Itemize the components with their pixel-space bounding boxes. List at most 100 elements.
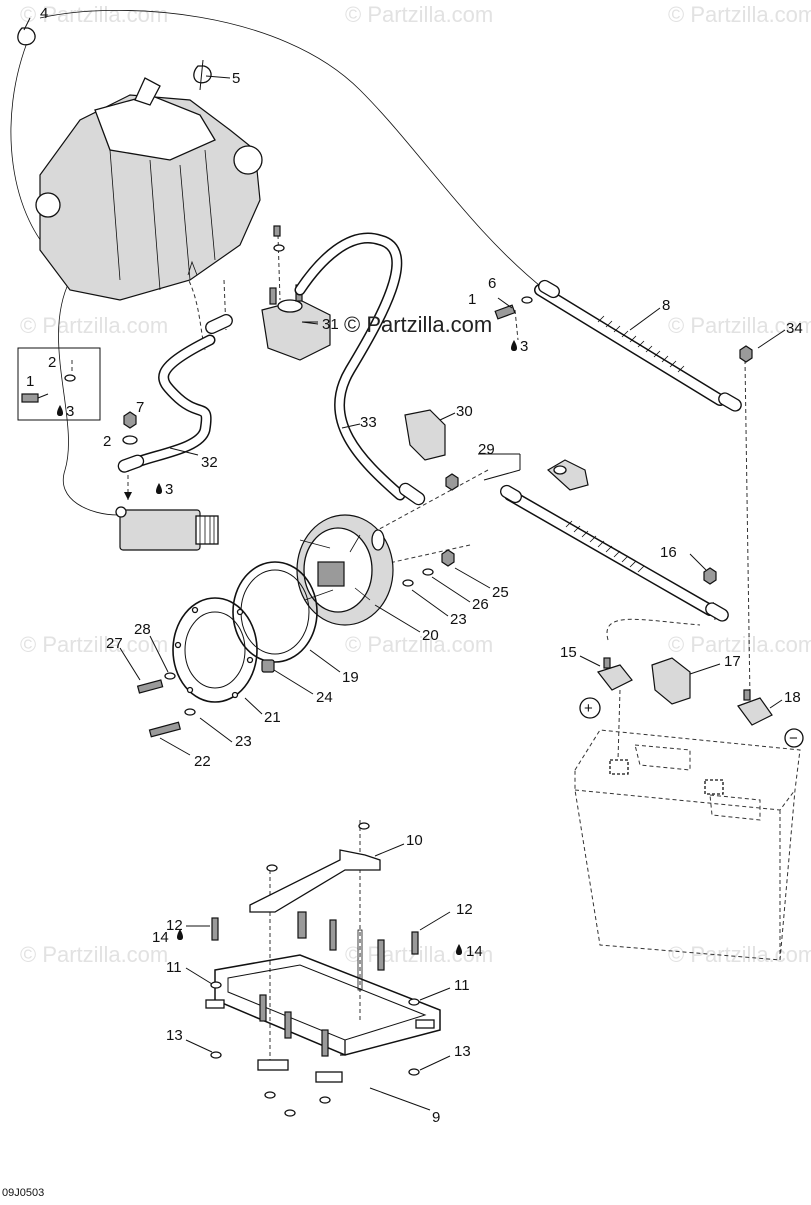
callout-24: 24 (316, 689, 333, 706)
callout-31: 31 (322, 316, 339, 333)
drawing-code: 09J0503 (2, 1187, 44, 1199)
callout-12: 12 (166, 917, 183, 934)
callout-6: 6 (488, 275, 496, 292)
callout-16: 16 (660, 544, 677, 561)
battery-pos-route (606, 618, 701, 641)
cable-29 (500, 459, 729, 622)
gasket-19 (232, 561, 318, 663)
bolt-route (223, 279, 227, 331)
callout-12: 12 (456, 901, 473, 918)
watermark: © Partzilla.com (345, 942, 493, 967)
callout-13: 13 (166, 1027, 183, 1044)
nut-icon (739, 345, 753, 363)
bolt-icon (21, 393, 39, 403)
callout-14: 14 (152, 929, 169, 946)
callout-21: 21 (264, 709, 281, 726)
oil-drop-icons (57, 340, 517, 955)
starter-body (119, 509, 201, 551)
callout-25: 25 (492, 584, 509, 601)
engine-ribs (109, 149, 216, 291)
bracket-10 (249, 849, 381, 913)
starter-stud2-route (379, 544, 471, 566)
starter-terminal (115, 506, 127, 518)
nut-icon (445, 473, 459, 491)
callout-3: 3 (66, 403, 74, 420)
negative-sign: − (789, 730, 798, 747)
cable-8 (534, 279, 742, 412)
callout-2: 2 (103, 433, 111, 450)
screws-27-22 (136, 672, 196, 738)
callout-18: 18 (784, 689, 801, 706)
watermark-main: © Partzilla.com (344, 312, 492, 337)
watermark: © Partzilla.com (20, 313, 168, 338)
callout-27: 27 (106, 635, 123, 652)
inset-fastener-box (17, 347, 101, 421)
engine-block (39, 94, 261, 301)
callout-2: 2 (48, 354, 56, 371)
callout-30: 30 (456, 403, 473, 420)
watermark: © Partzilla.com (668, 2, 811, 27)
battery-tray (205, 822, 441, 1117)
drop-icon (456, 944, 462, 955)
negative-symbol (784, 728, 804, 748)
callout-1: 1 (468, 291, 476, 308)
nut-icon (703, 567, 717, 585)
engine-sensor (35, 192, 61, 218)
ground-wire-route (39, 9, 546, 291)
bolt-icon (494, 304, 516, 320)
callout-5: 5 (232, 70, 240, 87)
callout-33: 33 (360, 414, 377, 431)
callout-17: 17 (724, 653, 741, 670)
callout-11: 11 (166, 959, 182, 976)
leader-lines (119, 75, 786, 1111)
cable-tie-icon (17, 27, 36, 46)
callout-20: 20 (422, 627, 439, 644)
pos-terminal-route (617, 689, 621, 761)
callout-32: 32 (201, 454, 218, 471)
watermark: © Partzilla.com (345, 2, 493, 27)
watermark-layer: © Partzilla.com © Partzilla.com © Partzi… (20, 2, 811, 967)
callout-26: 26 (472, 596, 489, 613)
terminal-clamp-18 (737, 697, 773, 726)
engine-assembly (35, 77, 263, 301)
nut-icon (123, 411, 137, 429)
positive-sign: + (584, 700, 593, 717)
watermark: © Partzilla.com (20, 942, 168, 967)
callout-3: 3 (165, 481, 173, 498)
callout-10: 10 (406, 832, 423, 849)
washer-icon (122, 435, 138, 445)
callout-labels: 4 5 2 1 3 7 2 32 3 31 © Partzilla.com 1 … (2, 5, 803, 1199)
terminal-boot-17 (651, 657, 691, 705)
plate-21 (172, 597, 258, 703)
flywheel-20 (296, 514, 394, 626)
callout-8: 8 (662, 297, 670, 314)
bolt-washer-set (494, 296, 533, 320)
watermark: © Partzilla.com (20, 632, 168, 657)
clip-4 (17, 17, 36, 46)
starter-motor (115, 411, 219, 551)
engine-pulley (233, 145, 263, 175)
watermark: © Partzilla.com (668, 942, 811, 967)
callout-1: 1 (26, 373, 34, 390)
battery-terminals (579, 657, 804, 748)
callout-13: 13 (454, 1043, 471, 1060)
drop-icon (57, 405, 63, 416)
starter-gear (195, 515, 219, 545)
starter-stud-route (349, 469, 489, 546)
engine-arrow (187, 260, 198, 276)
callout-3: 3 (520, 338, 528, 355)
callout-19: 19 (342, 669, 359, 686)
drop-icon (156, 483, 162, 494)
callout-15: 15 (560, 644, 577, 661)
clip-5 (193, 59, 212, 91)
inset-frame (17, 347, 101, 421)
callout-4: 4 (40, 5, 48, 22)
positive-symbol (579, 697, 601, 719)
callout-11: 11 (454, 977, 470, 994)
terminal-boot-30 (404, 409, 446, 461)
bolt1-route (514, 309, 519, 341)
drop-icon (177, 929, 183, 940)
nut-icon (441, 549, 455, 567)
callout-23: 23 (450, 611, 467, 628)
